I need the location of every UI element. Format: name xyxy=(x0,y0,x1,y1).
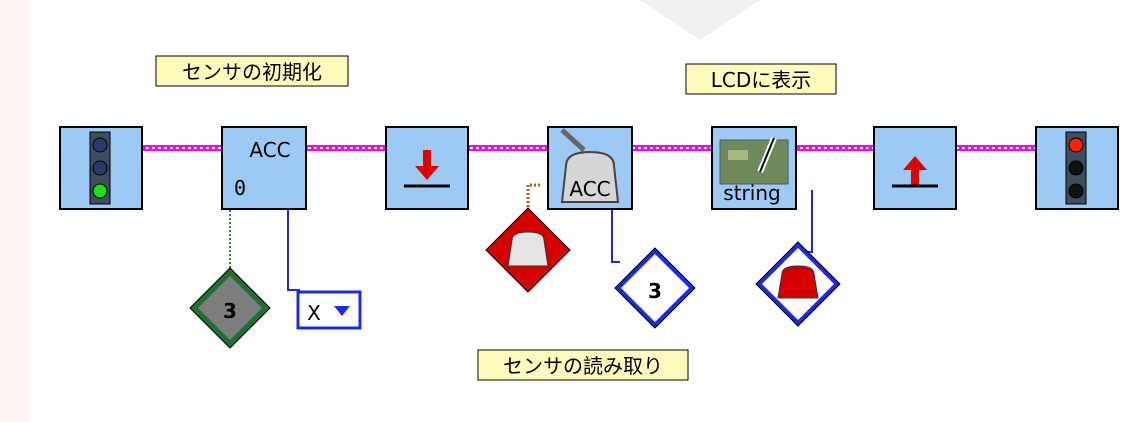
light-middle-icon xyxy=(92,160,108,176)
acc-init-block[interactable]: ACC 0 xyxy=(221,126,307,210)
left-edge-shade xyxy=(0,0,30,422)
port-init-diamond[interactable]: 3 xyxy=(189,267,271,349)
label-read-text: センサの読み取り xyxy=(503,354,663,378)
wire-axis xyxy=(287,210,300,291)
label-read: センサの読み取り xyxy=(477,349,689,381)
loop-end-block[interactable] xyxy=(873,126,957,210)
weight-red-icon xyxy=(777,265,819,299)
stop-block[interactable] xyxy=(1035,126,1119,210)
label-init-text: センサの初期化 xyxy=(182,60,322,84)
start-block[interactable] xyxy=(59,126,143,210)
wire-acc-value xyxy=(526,183,540,208)
chevron-down-icon xyxy=(334,306,350,316)
lcd-display-block[interactable]: string xyxy=(711,126,797,210)
wire-lcd-value xyxy=(800,190,813,253)
axis-value: X xyxy=(307,301,321,325)
up-arrow-icon xyxy=(903,156,927,170)
label-init: センサの初期化 xyxy=(155,55,349,87)
label-lcd-text: LCDに表示 xyxy=(711,68,812,92)
light-green-icon xyxy=(92,183,108,199)
weight-icon-small xyxy=(507,231,549,267)
lcd-string-label: string xyxy=(723,181,780,205)
acc-init-label: ACC xyxy=(249,138,290,162)
lcd-value-diamond[interactable] xyxy=(755,241,841,327)
down-arrow-head-icon xyxy=(415,166,439,180)
light-red-icon xyxy=(1068,137,1084,153)
acc-init-zero: 0 xyxy=(234,176,246,200)
light-top-icon xyxy=(92,137,108,153)
top-decor-shade xyxy=(640,0,760,40)
port-read-diamond[interactable]: 3 xyxy=(614,247,696,329)
pencil-icon xyxy=(759,137,775,173)
wire-port-read xyxy=(611,210,620,263)
loop-start-block[interactable] xyxy=(385,126,469,210)
acc-read-label: ACC xyxy=(569,177,610,201)
acc-value-diamond[interactable] xyxy=(485,207,571,293)
hook-icon xyxy=(560,128,586,152)
port-read-number: 3 xyxy=(648,279,662,303)
down-arrow-icon xyxy=(423,150,431,168)
acc-read-block[interactable]: ACC xyxy=(547,126,633,210)
lcd-screen-icon xyxy=(719,139,789,185)
axis-select[interactable]: X xyxy=(296,290,362,330)
weight-icon xyxy=(560,150,620,203)
label-lcd: LCDに表示 xyxy=(685,63,837,95)
port-init-number: 3 xyxy=(223,299,237,323)
